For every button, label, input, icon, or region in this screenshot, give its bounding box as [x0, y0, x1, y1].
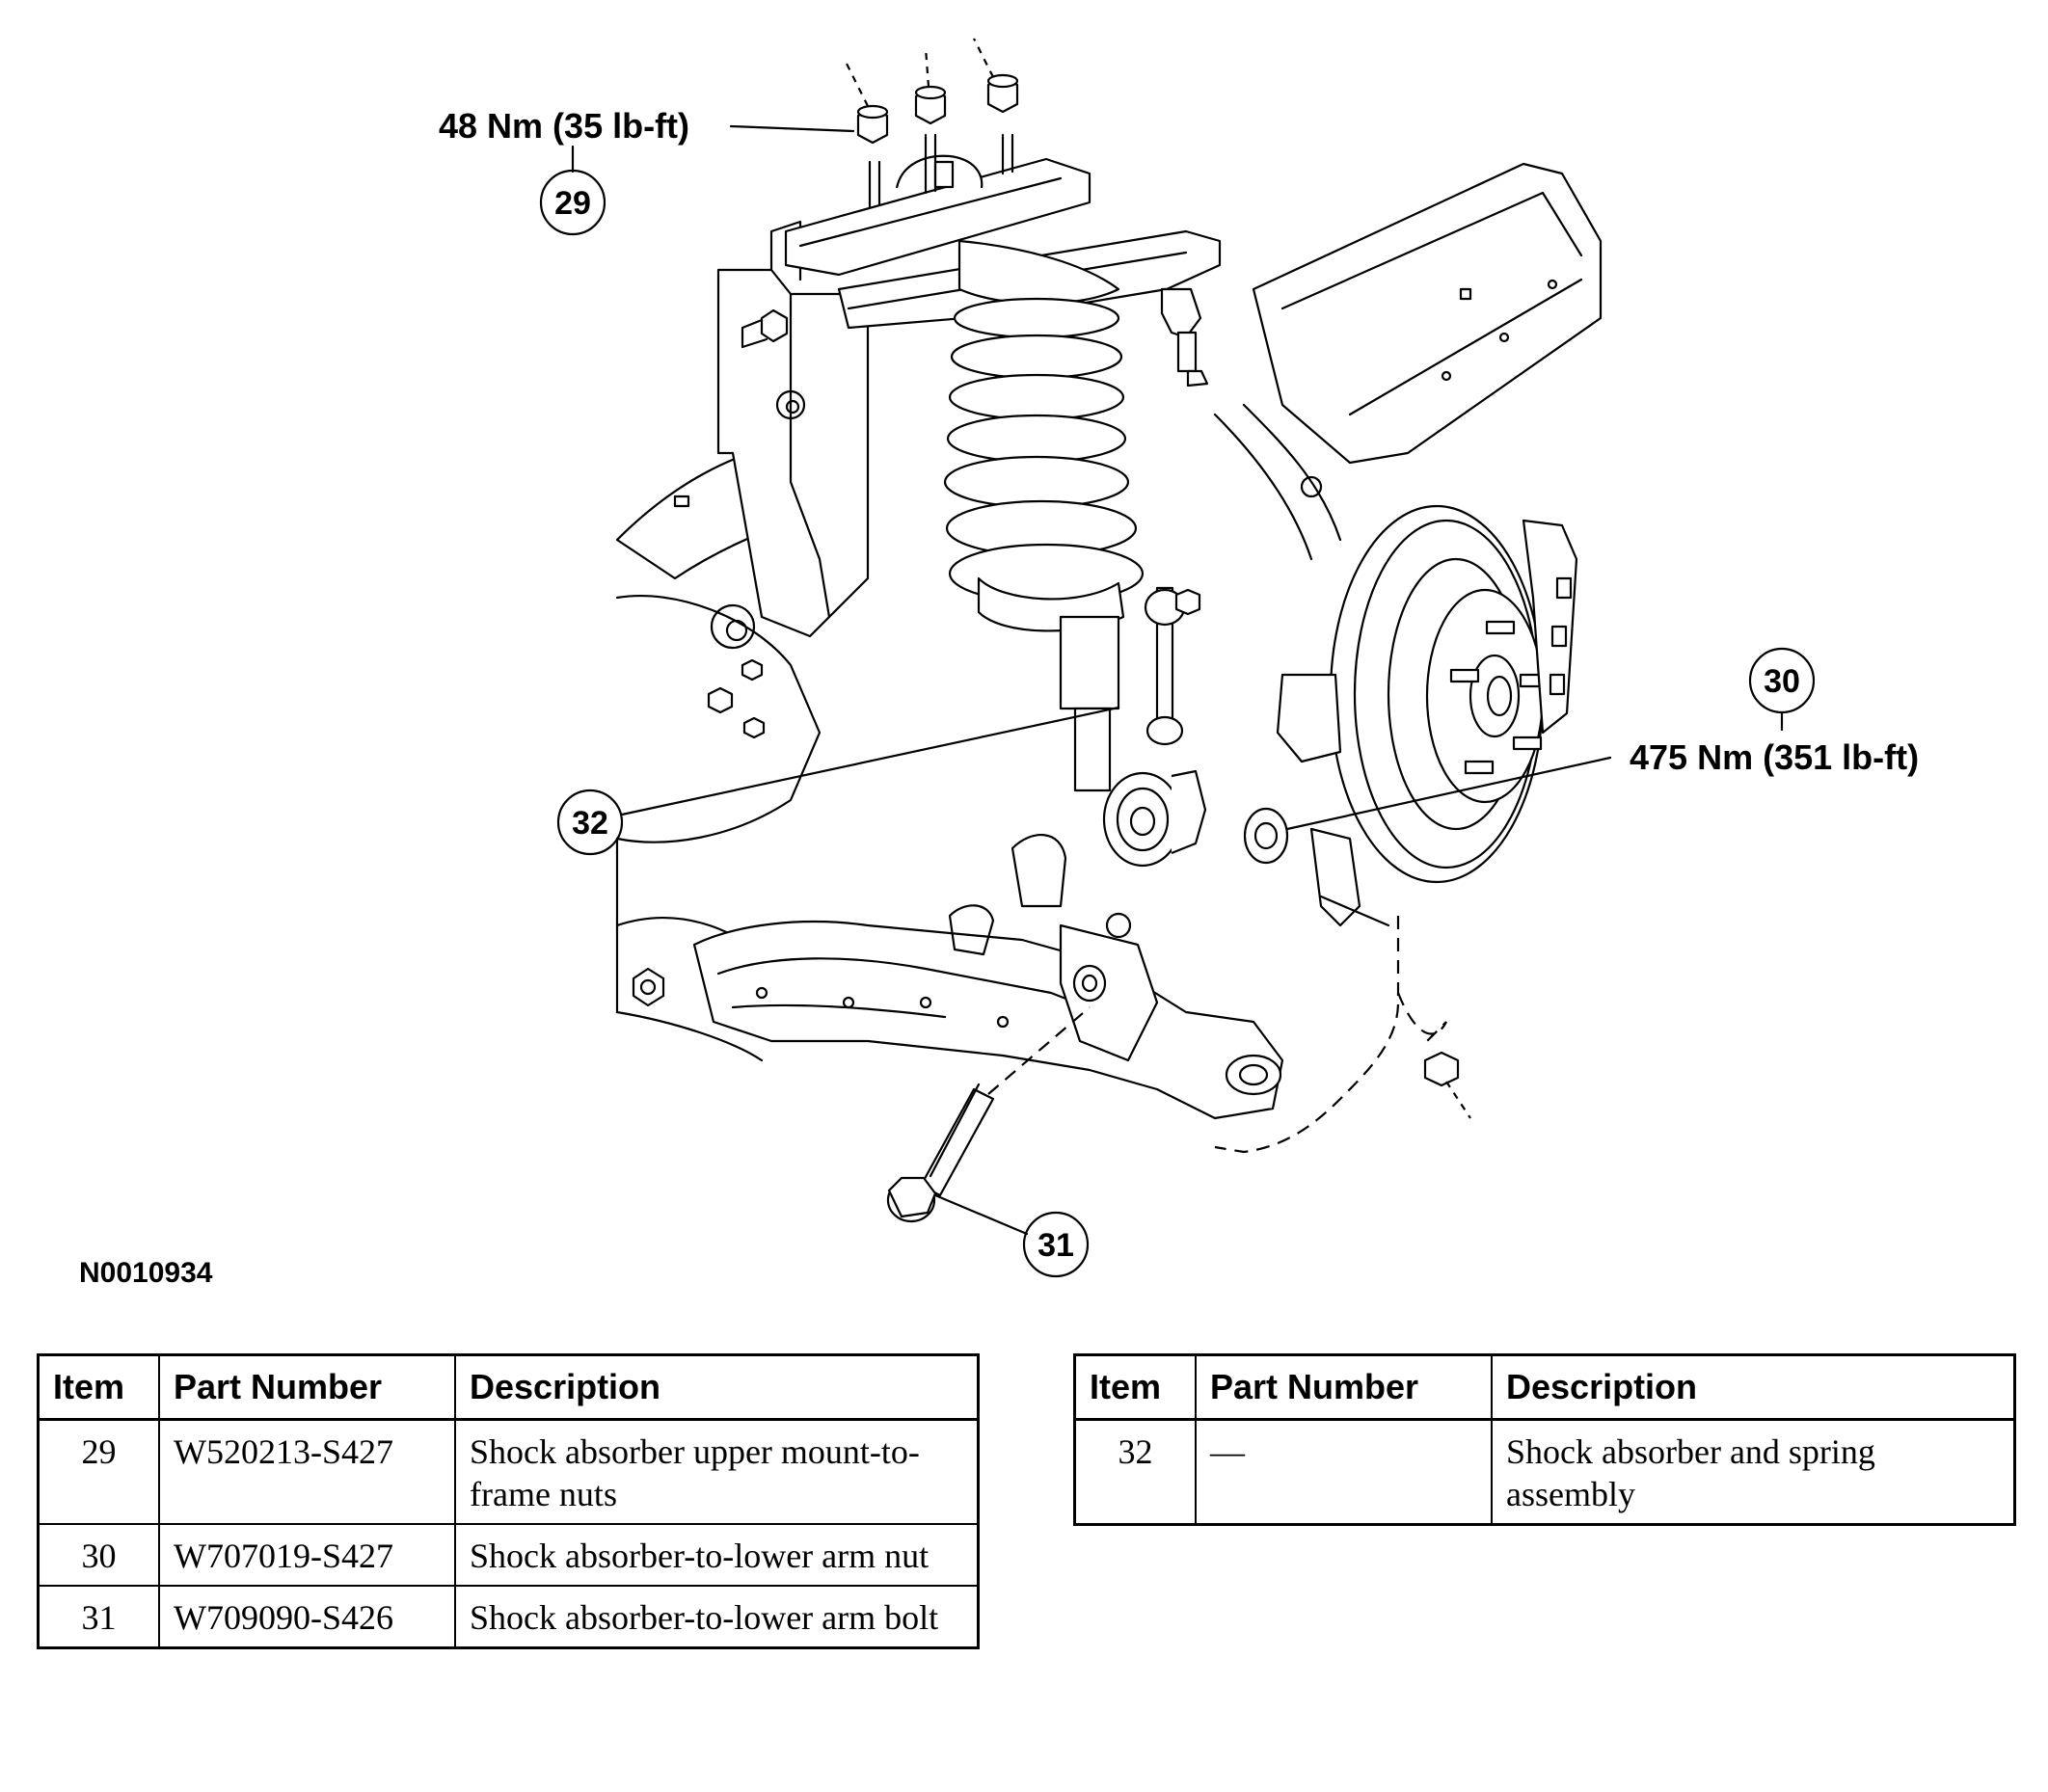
- parts-table-right: Item Part Number Description 32 — Shock …: [1073, 1353, 2016, 1526]
- col-header-part-number: Part Number: [158, 1353, 456, 1421]
- col-header-description: Description: [454, 1353, 980, 1421]
- callout-32: 32: [556, 706, 1120, 856]
- cell-description: Shock absorber upper mount-to-frame nuts: [454, 1418, 980, 1525]
- cell-part-number: —: [1195, 1418, 1493, 1526]
- upper-mount: [784, 38, 1091, 277]
- cell-part-number: W520213-S427: [158, 1418, 456, 1525]
- frame-rail: [615, 432, 850, 1062]
- parts-table-left: Item Part Number Description 29 W520213-…: [37, 1353, 980, 1649]
- lower-control-arm: [692, 834, 1284, 1120]
- callout-30-torque: 475 Nm (351 lb-ft): [1630, 737, 1919, 777]
- callout-30: 30 475 Nm (351 lb-ft): [1285, 647, 1919, 831]
- callout-29-torque: 48 Nm (35 lb-ft): [439, 106, 689, 146]
- table-row: 29 W520213-S427 Shock absorber upper mou…: [37, 1418, 980, 1525]
- cell-part-number: W709090-S426: [158, 1585, 456, 1649]
- suspension-diagram: 48 Nm (35 lb-ft) 29 30 475 Nm (351 lb-ft…: [79, 38, 1919, 1289]
- cell-part-number: W707019-S427: [158, 1523, 456, 1587]
- cell-item: 31: [37, 1585, 160, 1649]
- callout-31-number: 31: [1037, 1227, 1074, 1264]
- table-row: 31 W709090-S426 Shock absorber-to-lower …: [37, 1585, 980, 1649]
- callout-29: 48 Nm (35 lb-ft) 29: [439, 106, 855, 236]
- cell-item: 29: [37, 1418, 160, 1525]
- col-header-item: Item: [1073, 1353, 1197, 1421]
- col-header-part-number: Part Number: [1195, 1353, 1493, 1421]
- lower-mount-nut: [1243, 807, 1289, 865]
- cell-description: Shock absorber and spring assembly: [1491, 1418, 2016, 1526]
- cell-description: Shock absorber-to-lower arm nut: [454, 1523, 980, 1587]
- table-row: 32 — Shock absorber and spring assembly: [1073, 1418, 2016, 1526]
- cell-description: Shock absorber-to-lower arm bolt: [454, 1585, 980, 1649]
- figure-id: N0010934: [79, 1257, 213, 1289]
- lower-shock-bolt: [886, 1006, 1091, 1223]
- callout-29-number: 29: [554, 185, 591, 222]
- col-header-description: Description: [1491, 1353, 2016, 1421]
- callout-32-number: 32: [572, 805, 608, 842]
- table-row: 30 W707019-S427 Shock absorber-to-lower …: [37, 1523, 980, 1587]
- brake-rotor: [1276, 504, 1578, 927]
- brake-hose: [1214, 916, 1471, 1154]
- callout-31: 31: [933, 1193, 1090, 1278]
- cell-item: 32: [1073, 1418, 1197, 1526]
- callout-30-number: 30: [1764, 663, 1800, 700]
- cell-item: 30: [37, 1523, 160, 1587]
- table-header-row: Item Part Number Description: [37, 1353, 980, 1421]
- shock-tower: [716, 220, 870, 638]
- crossmember: [1213, 162, 1603, 561]
- sway-bar-link: [1144, 586, 1201, 746]
- coil-spring: [943, 239, 1207, 868]
- col-header-item: Item: [37, 1353, 160, 1421]
- table-header-row: Item Part Number Description: [1073, 1353, 2016, 1421]
